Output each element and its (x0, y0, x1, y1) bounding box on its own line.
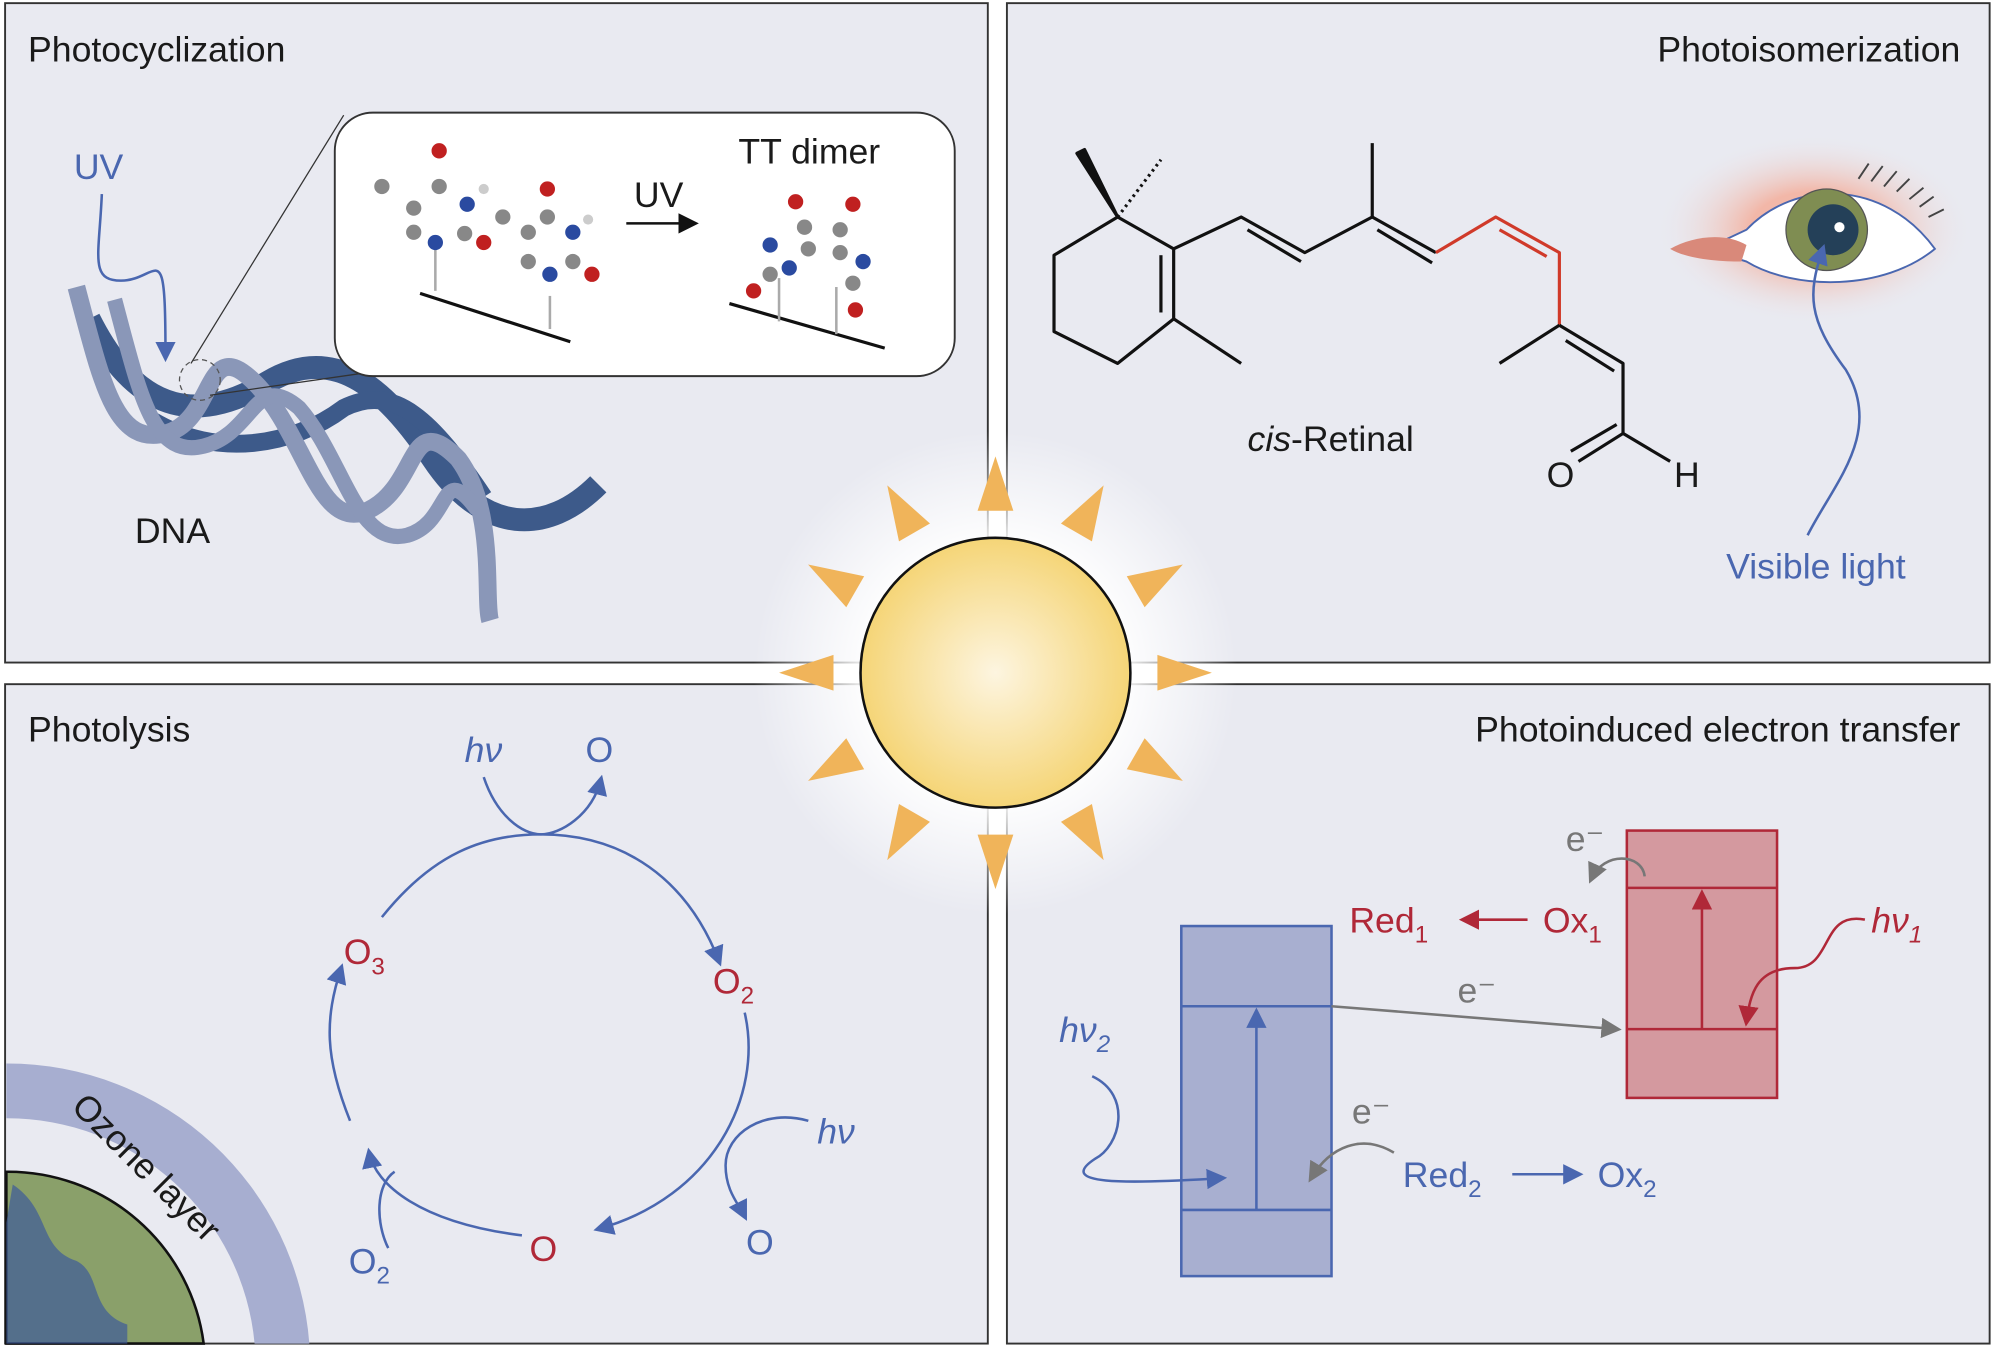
cis-retinal-structure (1052, 143, 1671, 463)
hv-top-label: hν (465, 730, 503, 770)
e-transfer-bottom-arrow (1308, 1142, 1395, 1183)
tt-dimer-label: TT dimer (738, 132, 880, 172)
sun-ray (887, 485, 930, 542)
o2-left-label: O2 (349, 1242, 390, 1290)
o3-label: O3 (344, 932, 385, 980)
o-top-label: O (586, 730, 614, 770)
tt-dimer-inset (333, 111, 956, 378)
cis-retinal-label: cis-Retinal (1247, 419, 1413, 459)
thymine-pair-molecule-icon (374, 143, 600, 344)
sun-ray (1060, 485, 1104, 542)
hv1-label: hν1 (1871, 900, 1922, 948)
red2-label: Red2 (1403, 1155, 1482, 1203)
hv1-arrow (1738, 917, 1866, 1027)
hv2-label: hν2 (1059, 1010, 1111, 1058)
sun-ray (977, 834, 1014, 890)
hv-right-label: hν (817, 1112, 855, 1152)
e-bottom-label: e⁻ (1352, 1091, 1391, 1131)
hv2-arrow (1082, 1075, 1228, 1190)
tt-dimer-molecule-icon (728, 194, 886, 350)
sun-ray (779, 654, 834, 691)
sun-ray (1157, 654, 1212, 691)
visible-light-label: Visible light (1726, 547, 1906, 587)
oxygen-atom: O (1547, 455, 1575, 495)
uv-arrow (97, 194, 176, 363)
hydrogen-atom: H (1674, 455, 1700, 495)
ox1-label: Ox1 (1543, 900, 1602, 948)
e-top-label: e⁻ (1566, 819, 1605, 859)
sun-icon (753, 430, 1238, 915)
sun-ray (1060, 804, 1104, 861)
photocyclization-title: Photocyclization (28, 30, 285, 70)
electron-transfer-title: Photoinduced electron transfer (1475, 709, 1960, 749)
ozone-cycle (326, 774, 809, 1249)
o-right-label: O (746, 1222, 774, 1262)
e-transfer-mid-arrow (1331, 1004, 1622, 1039)
sun-ray (977, 456, 1014, 511)
o-bottom-label: O (530, 1229, 558, 1269)
e-transfer-top-arrow (1588, 857, 1646, 884)
photolysis-title: Photolysis (28, 709, 190, 749)
sun-ray (1126, 564, 1183, 608)
visible-light-arrow (1806, 244, 1861, 536)
eye-icon (1654, 134, 1974, 326)
sun-ray (808, 738, 865, 781)
e-mid-label: e⁻ (1458, 970, 1497, 1010)
sun-ray (1126, 738, 1183, 781)
sun-ray (808, 564, 865, 608)
acceptor-energy-box (1625, 829, 1779, 1100)
dna-helix-icon (67, 284, 607, 624)
inset-uv-label: UV (634, 175, 684, 215)
dna-label: DNA (135, 511, 210, 551)
uv-label: UV (74, 147, 124, 187)
sun-ray (887, 804, 930, 861)
photoisomerization-title: Photoisomerization (1657, 30, 1960, 70)
red1-label: Red1 (1349, 900, 1428, 948)
ox2-label: Ox2 (1598, 1155, 1657, 1203)
earth-icon (5, 1063, 310, 1345)
o2-right-label: O2 (713, 962, 754, 1010)
donor-energy-box (1180, 924, 1333, 1278)
